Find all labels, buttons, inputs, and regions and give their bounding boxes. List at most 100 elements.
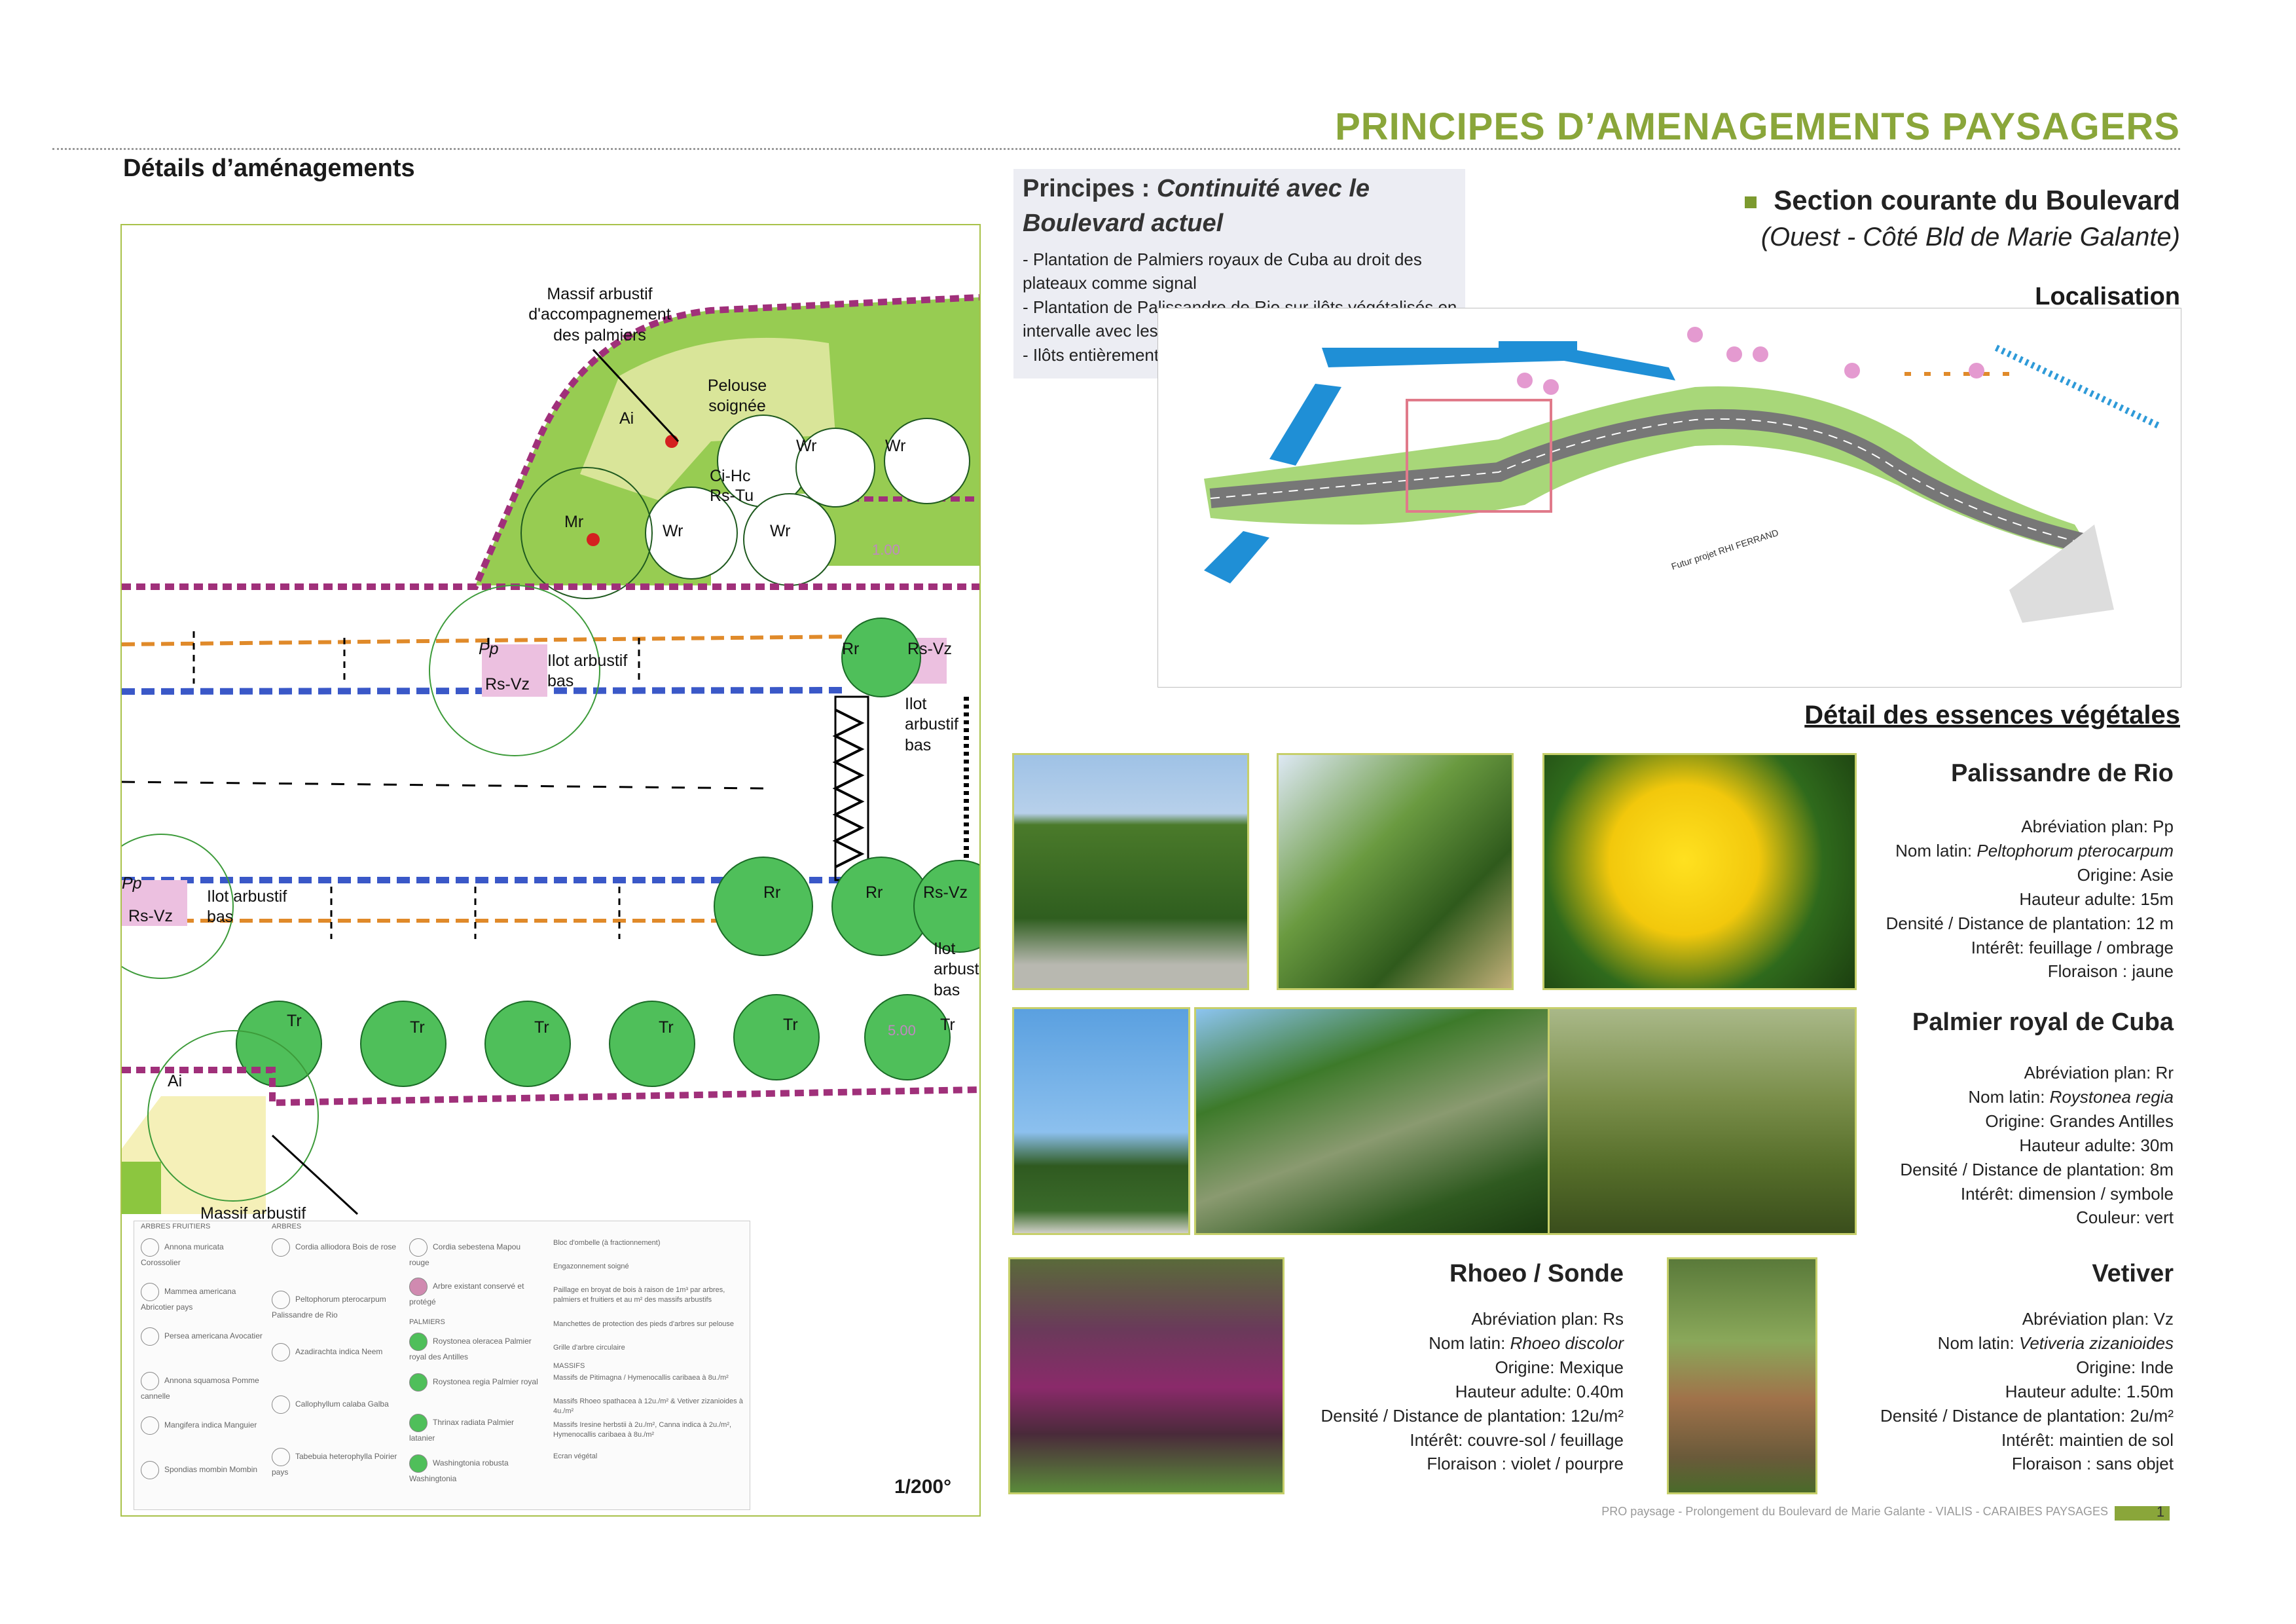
details-heading: Détails d’aménagements xyxy=(123,155,415,182)
legend-item: Annona muricata Corossolier xyxy=(141,1238,265,1283)
photo-palmier-tall xyxy=(1012,1007,1190,1235)
tree-symbol-icon xyxy=(141,1416,159,1435)
header-divider xyxy=(52,148,2180,150)
plant-name-palmier: Palmier royal de Cuba xyxy=(1912,1008,2174,1036)
legend-item: Spondias mombin Mombin xyxy=(141,1461,265,1505)
photo-palissandre-canopy xyxy=(1277,753,1514,990)
label-tr-4: Tr xyxy=(659,1018,674,1037)
plant-info-palmier: Abréviation plan: Rr Nom latin: Roystone… xyxy=(1900,1063,2174,1228)
photo-vetiver-grass xyxy=(1548,1007,1857,1235)
label-mr: Mr xyxy=(564,513,584,531)
palm-icon xyxy=(409,1333,428,1351)
tree-symbol-icon xyxy=(141,1372,159,1390)
tree-symbol-icon xyxy=(409,1238,428,1257)
legend-item: Bloc d'ombelle (à fractionnement) xyxy=(553,1239,661,1247)
legend-item: Annona squamosa Pomme cannelle xyxy=(141,1372,265,1416)
label-pelouse: Pelouse soignée xyxy=(707,377,767,416)
legend-item: Peltophorum pterocarpum Palissandre de R… xyxy=(272,1291,403,1343)
legend-item: Grille d'arbre circulaire xyxy=(553,1344,625,1352)
legend-item: Engazonnement soigné xyxy=(553,1263,629,1270)
orange-line-1 xyxy=(122,635,856,646)
pelouse-zone xyxy=(580,337,835,500)
principes-title: Continuité avec le Boulevard actuel xyxy=(1023,175,1370,238)
principes-heading: Principes : Continuité avec le Boulevard… xyxy=(1023,172,1442,241)
tree-symbol-icon xyxy=(141,1461,159,1479)
label-ai-2: Ai xyxy=(168,1072,183,1090)
label-wr-3: Wr xyxy=(663,522,683,540)
plant-name-palissandre: Palissandre de Rio xyxy=(1950,760,2174,787)
location-map-drawing xyxy=(1204,327,2162,623)
label-ai-1: Ai xyxy=(619,409,634,428)
existing-tree-icon xyxy=(409,1278,428,1296)
legend-item: Arbre existant conservé et protégé xyxy=(409,1278,540,1317)
label-ilot-1: Ilot arbustif bas xyxy=(547,652,628,691)
legend-item: Massifs Iresine herbstii à 2u./m², Canna… xyxy=(553,1421,732,1439)
label-rr-3: Rr xyxy=(866,883,883,902)
tree-symbol-icon xyxy=(272,1448,290,1466)
scale-label: 1/200° xyxy=(894,1476,952,1498)
label-level-2: 5.00 xyxy=(888,1022,916,1039)
shrub xyxy=(645,487,738,580)
label-pp-2: Pp xyxy=(122,874,142,893)
essences-heading: Détail des essences végétales xyxy=(1804,701,2180,729)
plant-info-vetiver: Abréviation plan: Vz Nom latin: Vetiveri… xyxy=(1880,1309,2174,1474)
legend-item: Roystonea regia Palmier royal xyxy=(409,1373,540,1414)
legend-item: Azadirachta indica Neem xyxy=(272,1343,403,1395)
page-number: 1 xyxy=(2156,1504,2165,1520)
legend-item: Thrinax radiata Palmier latanier xyxy=(409,1414,540,1454)
principes-item: - Plantation de Palmiers royaux de Cuba … xyxy=(1023,249,1422,293)
label-pp-1: Pp xyxy=(479,640,499,658)
tree-symbol-icon xyxy=(141,1327,159,1346)
legend-item: Persea americana Avocatier xyxy=(141,1327,265,1372)
tree-marker xyxy=(665,435,678,448)
label-tr-1: Tr xyxy=(287,1012,302,1030)
label-rs-vz-3: Rs-Vz xyxy=(128,907,173,925)
legend-item: Cordia sebestena Mapou rouge xyxy=(409,1238,540,1278)
shrub xyxy=(884,418,970,504)
zigzag xyxy=(832,709,865,868)
ilot-3 xyxy=(122,880,187,926)
tree-symbol-icon xyxy=(272,1238,290,1257)
label-massif-top: Massif arbustif d'accompagnement des pal… xyxy=(528,285,671,344)
label-ci-hc: Ci-Hc xyxy=(710,467,751,485)
legend-col-4: Bloc d'ombelle (à fractionnement) Engazo… xyxy=(553,1238,743,1465)
label-wr-1: Wr xyxy=(796,437,817,455)
palm-icon xyxy=(409,1454,428,1473)
label-tr-6: Tr xyxy=(940,1016,955,1034)
shrub xyxy=(795,428,875,507)
tree-symbol-icon xyxy=(272,1291,290,1309)
label-wr-2: Wr xyxy=(885,437,906,455)
legend-item: Mangifera indica Manguier xyxy=(141,1416,265,1461)
plant-name-rhoeo: Rhoeo / Sonde xyxy=(1449,1260,1624,1287)
tree-symbol-icon xyxy=(272,1343,290,1361)
localisation-label: Localisation xyxy=(2035,283,2180,310)
legend-item: Paillage en broyat de bois à raison de 1… xyxy=(553,1286,725,1304)
tree-symbol-icon xyxy=(141,1238,159,1257)
legend-item: Cordia alliodora Bois de rose xyxy=(272,1238,403,1291)
pedestrian-crossing xyxy=(834,695,869,881)
footer-bar xyxy=(2115,1506,2170,1521)
photo-palissandre-flower xyxy=(1542,753,1857,990)
label-tr-5: Tr xyxy=(783,1016,798,1034)
plant-name-vetiver: Vetiver xyxy=(2092,1260,2174,1287)
label-ilot-3: Ilot arbustif bas xyxy=(207,887,287,927)
palm-icon xyxy=(409,1414,428,1432)
label-rs-vz-1: Rs-Vz xyxy=(485,675,530,693)
square-bullet-icon xyxy=(1745,196,1757,208)
legend-item: Massifs Rhoeo spathacea à 12u./m² & Veti… xyxy=(553,1397,743,1416)
shrub xyxy=(520,467,653,599)
legend-heading-arbres: ARBRES xyxy=(272,1223,302,1230)
plant-info-palissandre: Abréviation plan: Pp Nom latin: Peltopho… xyxy=(1886,817,2174,982)
legend-col-3: Cordia sebestena Mapou rouge Arbre exist… xyxy=(409,1238,540,1495)
label-rr-2: Rr xyxy=(763,883,781,902)
legend-item: Roystonea oleracea Palmier royal des Ant… xyxy=(409,1333,540,1373)
page-title: PRINCIPES D’AMENAGEMENTS PAYSAGERS xyxy=(1335,105,2180,148)
legend-item: Manchettes de protection des pieds d'arb… xyxy=(553,1320,735,1328)
legend-col-1: Annona muricata Corossolier Mammea ameri… xyxy=(141,1238,265,1505)
legend-item: Tabebuia heterophylla Poirier pays xyxy=(272,1448,403,1500)
principes-label: Principes : xyxy=(1023,175,1150,202)
label-ilot-2: Ilot arbustif bas xyxy=(905,695,958,754)
label-tr-2: Tr xyxy=(410,1018,425,1037)
legend-item: Ecran végétal xyxy=(553,1452,598,1460)
footer-text: PRO paysage - Prolongement du Boulevard … xyxy=(1601,1505,2108,1518)
